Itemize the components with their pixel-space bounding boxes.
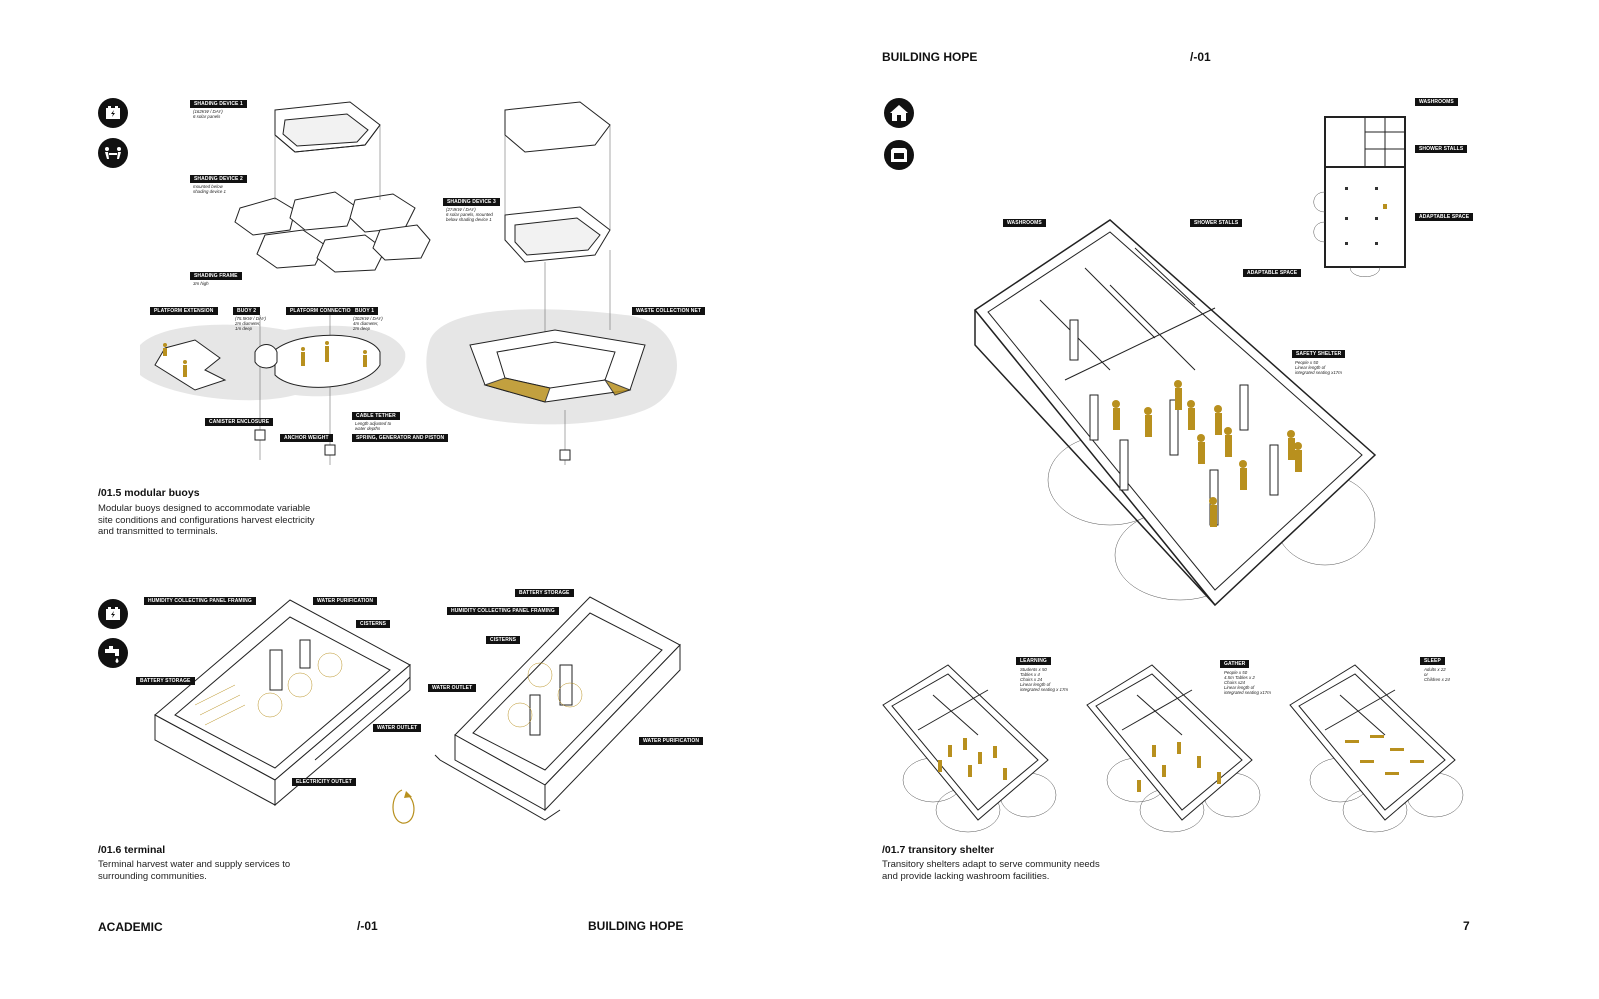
shelter-floor-plan xyxy=(1313,116,1406,277)
variant-note-gather: People x 50 4.5m Tables x 2 Chairs x24 L… xyxy=(1224,670,1271,695)
page-number: 7 xyxy=(1463,919,1470,933)
label-canister-enclosure: CANISTER ENCLOSURE xyxy=(205,418,274,426)
label-water-purification-a: WATER PURIFICATION xyxy=(313,597,378,605)
note-shading-frame: 3m high xyxy=(193,281,209,286)
label-cisterns-a: CISTERNS xyxy=(356,620,391,628)
people-table-icon xyxy=(98,138,128,168)
axo-label-adaptable-space: ADAPTABLE SPACE xyxy=(1243,269,1302,277)
shelter-axonometric xyxy=(973,219,1377,607)
variant-sleep-diagram xyxy=(1289,664,1464,833)
label-electricity-outlet: ELECTRICITY OUTLET xyxy=(292,778,356,786)
footer-left-label: ACADEMIC xyxy=(98,920,163,934)
label-battery-storage-a: BATTERY STORAGE xyxy=(136,677,195,685)
plan-label-washrooms: WASHROOMS xyxy=(1415,98,1458,106)
plan-label-adaptable-space: ADAPTABLE SPACE xyxy=(1415,213,1474,221)
terminal-diagram xyxy=(154,596,681,824)
header-right-title: BUILDING HOPE xyxy=(882,50,978,64)
variant-label-sleep: SLEEP xyxy=(1420,657,1445,665)
variant-learning-diagram xyxy=(882,664,1057,833)
variant-gather-diagram xyxy=(1086,664,1261,833)
label-cable-tether: CABLE TETHER xyxy=(352,412,400,420)
battery-icon xyxy=(98,98,128,128)
axo-label-shower-stalls: SHOWER STALLS xyxy=(1190,219,1243,227)
label-humidity-panel-a: HUMIDITY COLLECTING PANEL FRAMING xyxy=(144,597,256,605)
house-icon xyxy=(884,98,914,128)
note-buoy-2-spec: (75.5KW / DAY) xyxy=(235,316,266,321)
footer-left-number: /-01 xyxy=(357,919,378,933)
label-spring-generator: SPRING, GENERATOR AND PISTON xyxy=(352,434,449,442)
label-water-purification-b: WATER PURIFICATION xyxy=(639,737,704,745)
buoys-section-body: Modular buoys designed to accommodate va… xyxy=(98,503,315,537)
label-cisterns-b: CISTERNS xyxy=(486,636,521,644)
variant-note-learning: Students x 50 Tables x 4 Chairs x 24 Lin… xyxy=(1020,667,1069,692)
label-shading-device-2: SHADING DEVICE 2 xyxy=(190,175,247,183)
label-battery-storage-b: BATTERY STORAGE xyxy=(515,589,574,597)
label-shading-device-1: SHADING DEVICE 1 xyxy=(190,100,247,108)
label-platform-connection: PLATFORM CONNECTION xyxy=(286,307,359,315)
label-platform-extension: PLATFORM EXTENSION xyxy=(150,307,218,315)
terminal-section-title: /01.6 terminal xyxy=(98,844,166,856)
shelter-section-body: Transitory shelters adapt to serve commu… xyxy=(882,859,1100,882)
water-tap-icon xyxy=(98,638,128,668)
note-cable-tether: Length adjusted to water depths xyxy=(355,421,392,431)
variant-note-sleep: Adults x 22 or Children x 24 xyxy=(1424,667,1450,682)
buoys-section-title: /01.5 modular buoys xyxy=(98,487,200,499)
label-buoy-2: BUOY 2 xyxy=(233,307,261,315)
variant-label-learning: LEARNING xyxy=(1016,657,1051,665)
note-buoy-1: 4m diameter, 2m deep xyxy=(353,321,379,331)
header-right-number: /-01 xyxy=(1190,50,1211,64)
terminal-section-body: Terminal harvest water and supply servic… xyxy=(98,859,291,882)
label-water-outlet-a: WATER OUTLET xyxy=(373,724,422,732)
label-shading-frame: SHADING FRAME xyxy=(190,272,242,280)
note-buoy-1-spec: (302KW / DAY) xyxy=(353,316,383,321)
axo-label-washrooms: WASHROOMS xyxy=(1003,219,1046,227)
label-water-outlet-b: WATER OUTLET xyxy=(428,684,477,692)
plan-label-shower-stalls: SHOWER STALLS xyxy=(1415,145,1468,153)
label-anchor-weight: ANCHOR WEIGHT xyxy=(280,434,333,442)
shelter-icon xyxy=(884,140,914,170)
axo-note-safety-shelter: People x 50 Linear length of integrated … xyxy=(1295,360,1342,375)
note-buoy-2: 2m diameter, 1m deep xyxy=(235,321,261,331)
note-shading-device-3: 6 solar panels, mounted below shading de… xyxy=(446,212,493,222)
note-shading-device-3-spec: (274KW / DAY) xyxy=(446,207,476,212)
label-buoy-1: BUOY 1 xyxy=(351,307,379,315)
note-shading-device-2: mounted below shading device 1 xyxy=(193,184,226,194)
note-shading-device-1-spec: (162KW / DAY) xyxy=(193,109,223,114)
battery-icon xyxy=(98,599,128,629)
label-humidity-panel-b: HUMIDITY COLLECTING PANEL FRAMING xyxy=(447,607,559,615)
shelter-section-title: /01.7 transitory shelter xyxy=(882,844,995,856)
footer-left-title: BUILDING HOPE xyxy=(588,919,684,933)
modular-buoys-diagram xyxy=(140,101,678,465)
label-waste-collection-net: WASTE COLLECTION NET xyxy=(632,307,706,315)
note-shading-device-1: 6 solar panels xyxy=(193,114,221,119)
label-shading-device-3: SHADING DEVICE 3 xyxy=(443,198,500,206)
variant-label-gather: GATHER xyxy=(1220,660,1250,668)
axo-label-safety-shelter: SAFETY SHELTER xyxy=(1292,350,1346,358)
